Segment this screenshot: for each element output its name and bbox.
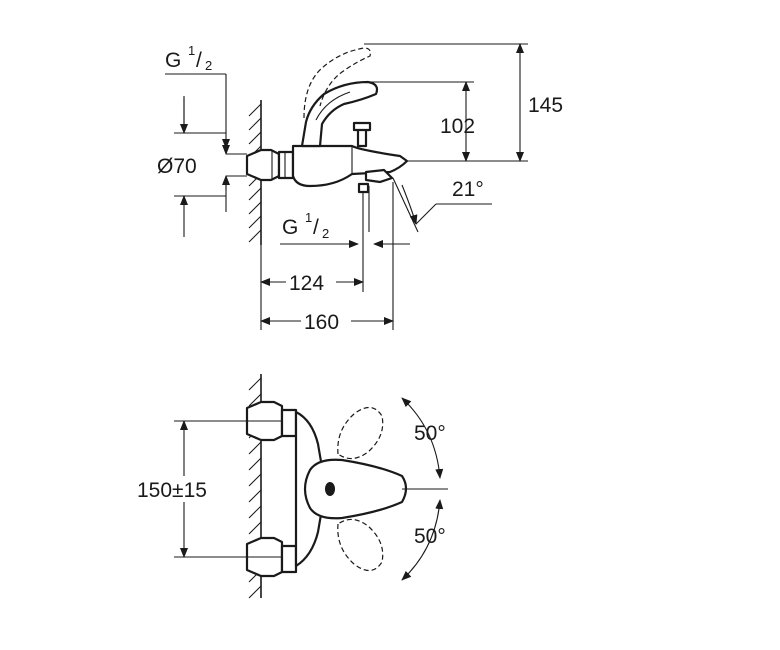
thread-bottom-base: G (282, 216, 298, 239)
dimension-102: 102 (440, 81, 475, 162)
wall-connection (245, 148, 295, 182)
angle-upper-label: 50° (414, 422, 446, 445)
dimension-102-label: 102 (440, 115, 475, 138)
dimension-150: 150±15 (134, 420, 247, 558)
lever-handle-raised-outline (303, 47, 371, 119)
dimension-145: 145 (516, 43, 563, 162)
lever-handle-rotated-up-outline (337, 406, 384, 460)
angle-21-label: 21° (452, 178, 484, 201)
dimension-124: 124 (260, 270, 364, 295)
lever-handle-side (300, 80, 379, 148)
dimension-145-label: 145 (528, 94, 563, 117)
lever-handle-front (303, 458, 408, 520)
dimension-124-label: 124 (289, 272, 324, 295)
thread-top-denominator: 2 (205, 58, 212, 73)
thread-label-bottom: G 1 / 2 (280, 210, 410, 248)
angle-arc-upper: 50° (401, 397, 446, 479)
side-view: 145 102 21° G 1 / 2 (157, 43, 563, 334)
thread-top-numerator: 1 (188, 43, 195, 58)
dimension-angle-21: 21° (401, 178, 492, 225)
faucet-body-side (291, 121, 409, 262)
thread-bottom-denominator: 2 (322, 226, 329, 241)
dimension-160: 160 (260, 309, 394, 334)
svg-text:/: / (313, 216, 319, 239)
svg-text:/: / (196, 49, 202, 72)
angle-lower-label: 50° (414, 525, 446, 548)
dimension-150-label: 150±15 (137, 479, 207, 502)
front-view: 50° 50° 150±15 (134, 374, 448, 599)
dimension-diameter-70: Ø70 (157, 96, 230, 237)
connector-lower (245, 536, 298, 578)
thread-label-top: G 1 / 2 (165, 43, 230, 149)
angle-arc-lower: 50° (401, 499, 446, 581)
thread-bottom-numerator: 1 (305, 210, 312, 225)
dimension-160-label: 160 (304, 311, 339, 334)
lever-handle-rotated-down-outline (337, 518, 384, 572)
connector-upper (245, 400, 298, 442)
diameter-70-label: Ø70 (157, 155, 197, 178)
thread-top-base: G (165, 49, 181, 72)
